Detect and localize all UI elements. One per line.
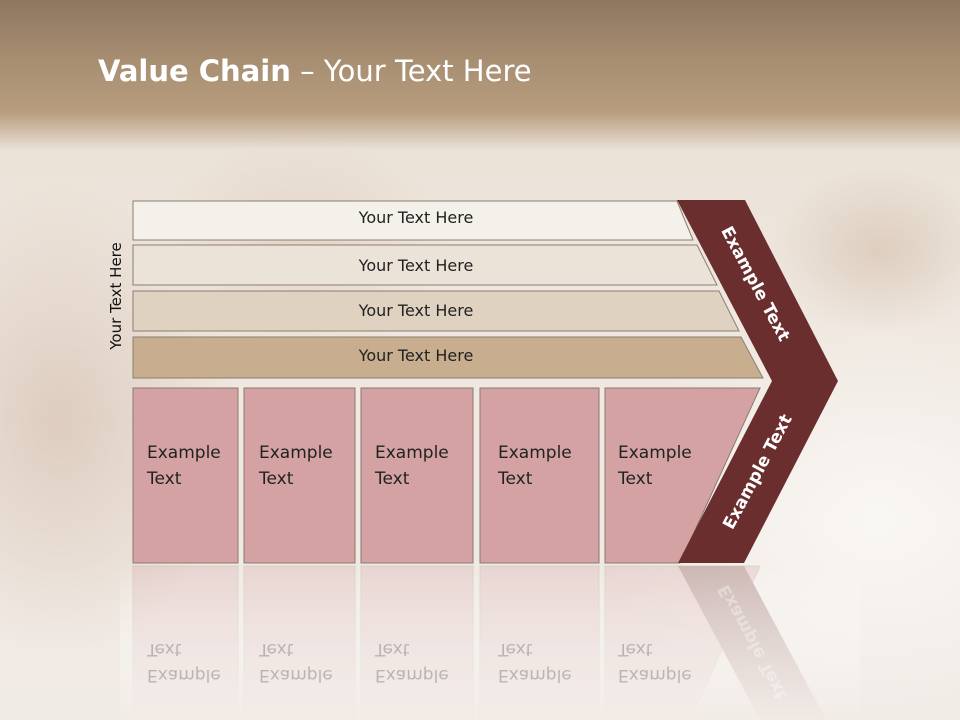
box-2 [243,387,356,564]
bar-4 [132,336,764,379]
slide-title: Value Chain – Your Text Here [98,54,532,88]
bar-label-3: Your Text Here [358,301,474,320]
reflection-fade [120,566,860,720]
chevron-arrow [677,200,838,563]
bar-1 [132,200,694,241]
title-bold: Value Chain [98,54,291,88]
box-1 [132,387,239,564]
bar-2 [132,244,718,286]
bar-3 [132,290,740,332]
title-band [0,0,960,150]
box-3 [360,387,474,564]
bar-label-4: Your Text Here [358,346,474,365]
bar-label-1: Your Text Here [358,208,474,227]
box-4 [479,387,600,564]
bar-label-2: Your Text Here [358,256,474,275]
title-rest: – Your Text Here [290,54,532,88]
